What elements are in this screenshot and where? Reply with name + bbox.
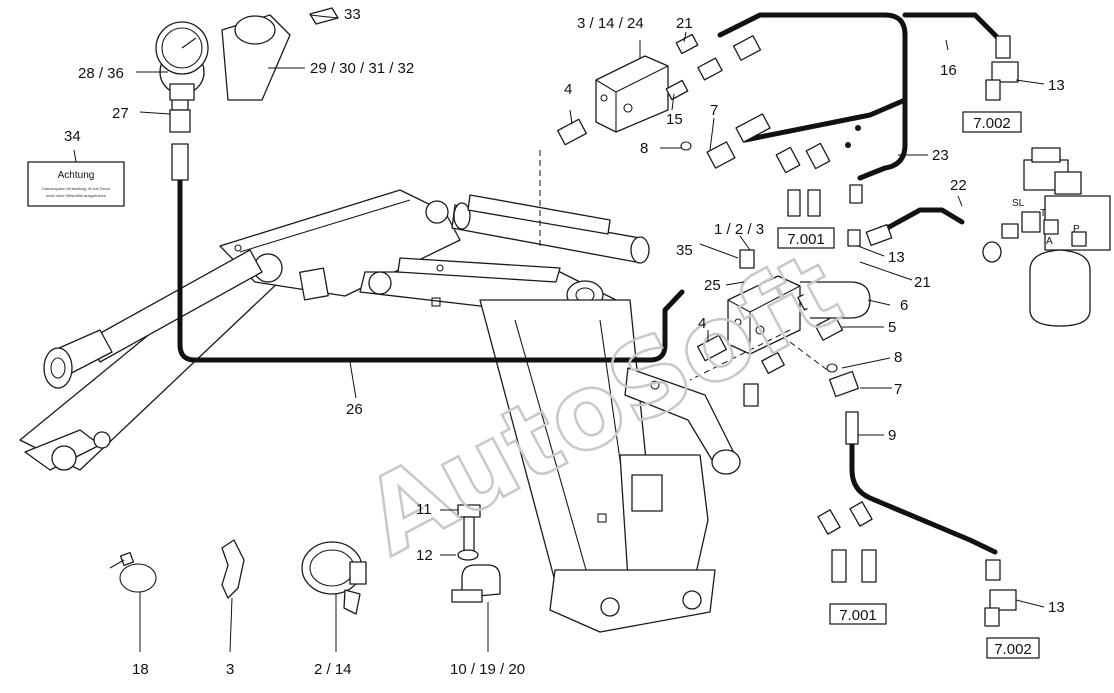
- callout-22: 22: [950, 177, 967, 194]
- callout-26: 26: [346, 401, 363, 418]
- callout-3-14-24: 3 / 14 / 24: [577, 15, 644, 32]
- callout-13-top: 13: [1048, 77, 1065, 94]
- callout-1-2-3: 1 / 2 / 3: [714, 221, 764, 238]
- callout-25: 25: [704, 277, 721, 294]
- port-label-a: A: [1046, 236, 1053, 247]
- callout-27: 27: [112, 105, 129, 122]
- callout-8-lower: 8: [894, 349, 902, 366]
- callout-10-19-20: 10 / 19 / 20: [450, 661, 525, 678]
- ref-box-7-002-bottom: 7.002: [994, 641, 1032, 658]
- callout-13-bottom: 13: [1048, 599, 1065, 616]
- callout-12: 12: [416, 547, 433, 564]
- port-label-t: T: [1040, 208, 1046, 219]
- warning-label-line-1: Gasvorspann-Einstellung 90 bar Druck: [42, 186, 111, 191]
- port-label-p: P: [1073, 224, 1080, 235]
- callout-3-bottom: 3: [226, 661, 234, 678]
- port-label-sl: SL: [1012, 198, 1025, 209]
- callout-7-top: 7: [710, 102, 718, 119]
- callout-8-top: 8: [640, 140, 648, 157]
- callout-18: 18: [132, 661, 149, 678]
- callout-6: 6: [900, 297, 908, 314]
- warning-label-title: Achtung: [58, 170, 95, 181]
- callout-15: 15: [666, 111, 683, 128]
- callout-23: 23: [932, 147, 949, 164]
- boom-assembly: [19, 189, 741, 633]
- ref-box-7-001-bottom: 7.001: [839, 607, 877, 624]
- callout-21-top: 21: [676, 15, 693, 32]
- callout-4-lower: 4: [698, 315, 706, 332]
- callout-11: 11: [416, 501, 432, 518]
- callout-7-lower: 7: [894, 381, 902, 398]
- callout-28-36: 28 / 36: [78, 65, 124, 82]
- ref-box-7-001-middle: 7.001: [787, 231, 825, 248]
- gauge-and-accessories: [155, 7, 339, 101]
- reference-boxes: 7.002 7.001 7.001 7.002: [777, 111, 1040, 659]
- warning-label: Achtung Gasvorspann-Einstellung 90 bar D…: [27, 161, 125, 207]
- callout-13-middle: 13: [888, 249, 905, 266]
- callout-34: 34: [64, 128, 81, 145]
- callout-33: 33: [344, 6, 361, 23]
- leader-lines: [73, 14, 1045, 653]
- callout-2-14: 2 / 14: [314, 661, 352, 678]
- ref-box-7-002-top: 7.002: [973, 115, 1011, 132]
- warning-label-line-2: nicht ohne Hilfsmittel ausgehoben: [46, 193, 106, 198]
- callout-29-30-31-32: 29 / 30 / 31 / 32: [310, 60, 414, 77]
- callout-4-top: 4: [564, 81, 572, 98]
- callout-35: 35: [676, 242, 693, 259]
- callout-9: 9: [888, 427, 896, 444]
- callout-5: 5: [888, 319, 896, 336]
- hardware-parts: [109, 504, 501, 615]
- hose-lines: [177, 12, 1001, 555]
- accumulator-valve-unit: SL T A P: [982, 147, 1111, 327]
- callout-16: 16: [940, 62, 957, 79]
- callout-labels: 33 3 / 14 / 24 21 28 / 36 29 / 30 / 31 /…: [64, 6, 1065, 678]
- callout-21-lower: 21: [914, 274, 931, 291]
